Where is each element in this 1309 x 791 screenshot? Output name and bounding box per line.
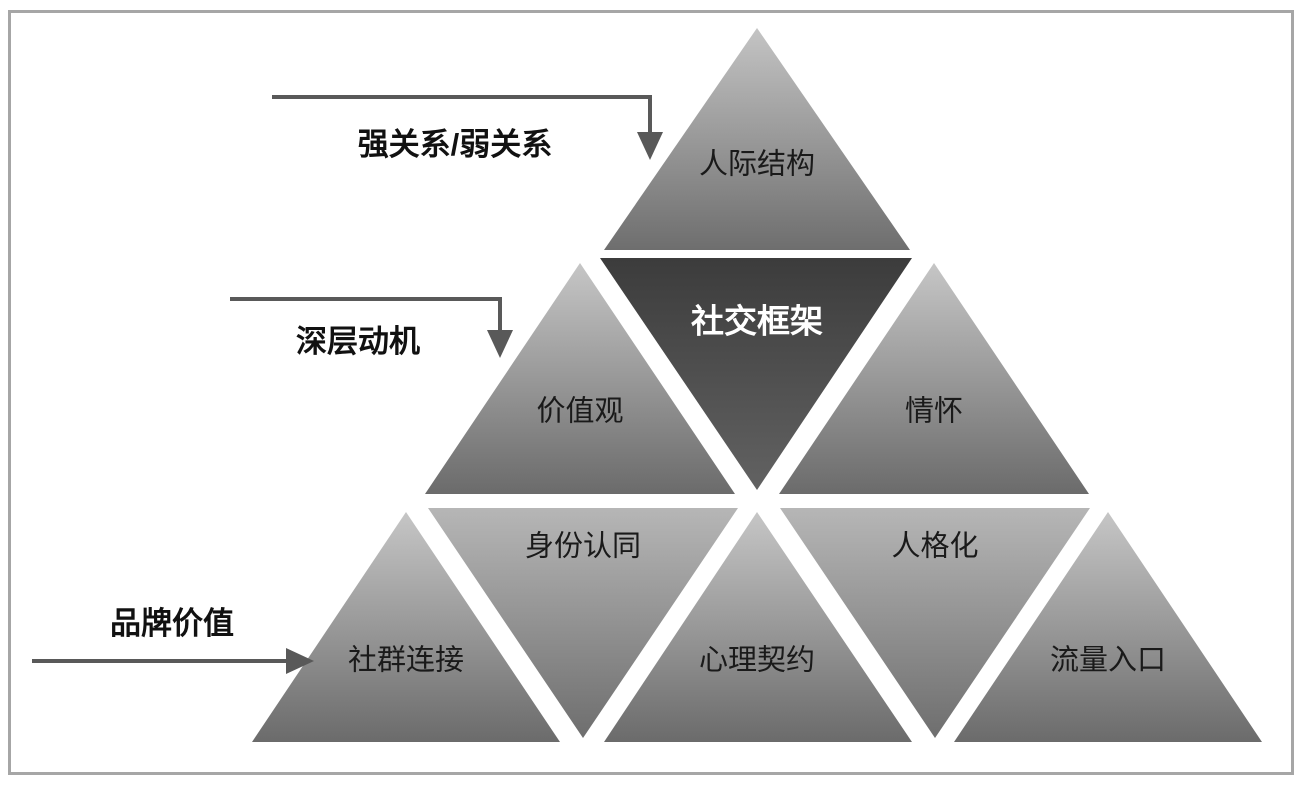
cell-bot-4[interactable]: 人格化	[780, 508, 1090, 738]
annotation-2[interactable]: 深层动机	[230, 297, 513, 359]
cell-bot-5-label: 流量入口	[1050, 644, 1166, 677]
cell-mid-1-shape[interactable]	[425, 263, 735, 494]
annotation-1[interactable]: 强关系/弱关系	[272, 95, 663, 162]
cell-bot-3-shape[interactable]	[604, 512, 912, 742]
cell-top-1[interactable]: 人际结构	[604, 28, 910, 250]
cell-bot-5-shape[interactable]	[954, 512, 1262, 742]
cell-bot-1-label: 社群连接	[348, 644, 464, 677]
annotation-2-label: 深层动机	[296, 324, 420, 359]
pyramid-level-2: 价值观 社交框架 情怀	[425, 258, 1089, 494]
cell-mid-1-label: 价值观	[536, 395, 623, 428]
cell-top-1-label: 人际结构	[699, 148, 815, 181]
cell-mid-3-shape[interactable]	[779, 263, 1089, 494]
annotation-1-arrow-head	[637, 132, 663, 160]
cell-bot-3-label: 心理契约	[699, 644, 815, 677]
cell-mid-3[interactable]: 情怀	[779, 263, 1089, 494]
cell-bot-2-label: 身份认同	[525, 530, 641, 563]
cell-bot-1[interactable]: 社群连接	[252, 512, 560, 742]
cell-bot-2-shape[interactable]	[428, 508, 738, 738]
annotation-2-arrow-line	[230, 297, 502, 336]
pyramid-level-3: 社群连接 身份认同 心理契约 人格化 流量入口	[252, 508, 1262, 742]
cell-bot-4-shape[interactable]	[780, 508, 1090, 738]
cell-mid-1[interactable]: 价值观	[425, 263, 735, 494]
cell-bot-3[interactable]: 心理契约	[604, 512, 912, 742]
cell-mid-3-label: 情怀	[905, 395, 963, 428]
cell-top-1-shape[interactable]	[604, 28, 910, 250]
cell-bot-1-shape[interactable]	[252, 512, 560, 742]
annotation-1-arrow-line	[272, 95, 652, 138]
cell-bot-5[interactable]: 流量入口	[954, 512, 1262, 742]
annotation-3[interactable]: 品牌价值	[32, 606, 314, 674]
annotation-3-label: 品牌价值	[110, 606, 234, 641]
annotation-3-arrow-head	[286, 648, 314, 674]
pyramid-level-1: 人际结构	[604, 28, 910, 250]
cell-mid-2-label: 社交框架	[691, 303, 823, 340]
cell-bot-4-label: 人格化	[891, 530, 978, 563]
cell-mid-2[interactable]: 社交框架	[600, 258, 912, 490]
annotation-1-label: 强关系/弱关系	[358, 127, 553, 162]
cell-bot-2[interactable]: 身份认同	[428, 508, 738, 738]
annotation-2-arrow-head	[487, 330, 513, 358]
cell-mid-2-shape[interactable]	[600, 258, 912, 490]
